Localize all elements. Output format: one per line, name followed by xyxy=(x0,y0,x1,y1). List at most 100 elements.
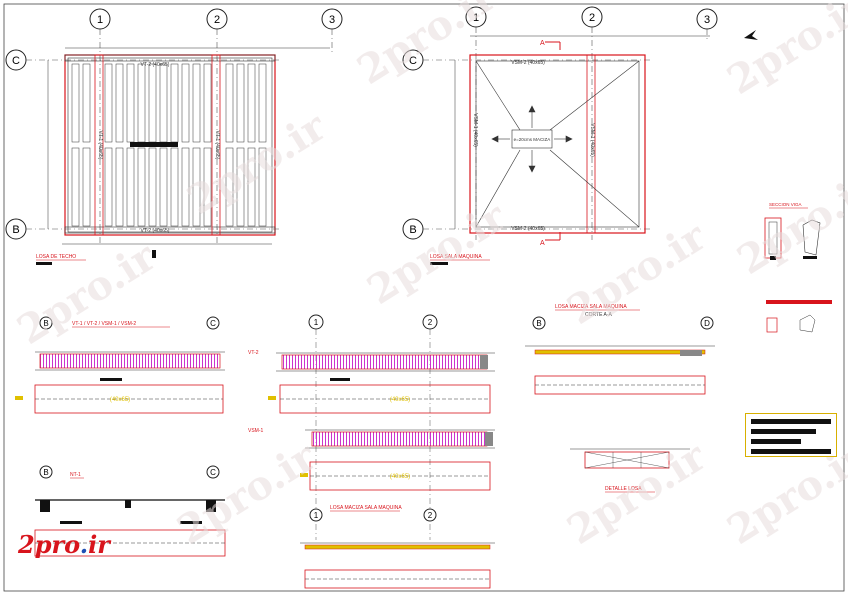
axis-c-machine: C xyxy=(402,49,650,71)
slab-note: e=20cms MACIZA xyxy=(514,137,551,142)
joist xyxy=(192,147,201,227)
svg-text:B: B xyxy=(43,468,48,477)
svg-text:A: A xyxy=(540,40,545,47)
axis-2-roof: 2 xyxy=(206,8,228,245)
roof-plan-title: LOSA DE TECHO xyxy=(36,254,76,260)
joist xyxy=(181,147,190,227)
axis-b-roof: B xyxy=(5,218,280,240)
svg-text:B: B xyxy=(536,319,541,328)
joist xyxy=(192,63,201,143)
joist xyxy=(170,63,179,143)
axis-label: 2 xyxy=(214,14,220,26)
joist xyxy=(82,147,91,227)
svg-text:1: 1 xyxy=(314,511,319,520)
axis-c-roof: C xyxy=(5,49,280,71)
joist xyxy=(225,147,234,227)
beam-elevation-vt2: 1 2 VT-2 (40x65) VSM-1 (40x65) xyxy=(248,314,495,540)
joist xyxy=(137,147,146,227)
joist xyxy=(247,63,256,143)
axis-1-roof: 1 xyxy=(89,8,111,245)
svg-text:C: C xyxy=(210,319,216,328)
north-arrow-icon xyxy=(744,30,758,40)
svg-text:VT-2: VT-2 xyxy=(248,350,259,356)
joist xyxy=(159,63,168,143)
joist xyxy=(236,147,245,227)
axis-b-machine: B xyxy=(402,218,650,240)
machine-plan-title: LOSA SALA MAQUINA xyxy=(430,254,482,260)
axis-label: 3 xyxy=(329,14,335,26)
joist xyxy=(159,147,168,227)
svg-text:LOSA MACIZA SALA MAQUINA: LOSA MACIZA SALA MAQUINA xyxy=(330,505,402,511)
roof-plan: 1 2 3 C B xyxy=(5,8,343,265)
beam-label-bottom: VT-2 (40x65) xyxy=(141,228,170,234)
sheet-border xyxy=(3,3,845,592)
axis-label: 1 xyxy=(473,12,479,24)
joist xyxy=(148,63,157,143)
axis-label: B xyxy=(12,224,19,236)
joist xyxy=(137,63,146,143)
beam-elevation-vt1: B C VT-1 / VT-2 / VSM-1 / VSM-2 (40x65) xyxy=(15,316,225,414)
joist xyxy=(115,63,124,143)
svg-text:CORTE A-A: CORTE A-A xyxy=(585,312,613,318)
svg-text:VSM-1: VSM-1 xyxy=(248,428,264,434)
beam-elevation-nt1: B C NT-1 xyxy=(34,465,226,557)
axis-label: C xyxy=(409,55,417,67)
joist xyxy=(71,147,80,227)
svg-text:SECCION VIGA: SECCION VIGA xyxy=(769,202,802,207)
axis-label: C xyxy=(12,55,20,67)
machine-room-plan: 1 2 3 C B xyxy=(402,6,758,265)
axis-3-roof: 3 xyxy=(321,8,343,52)
joist xyxy=(247,147,256,227)
svg-text:2: 2 xyxy=(428,511,433,520)
beam-label-left: VSM-1 (40x65) xyxy=(472,113,478,147)
beam-label-top: VT-2 (40x65) xyxy=(141,62,170,68)
slab-truss-detail: DETALLE LOSA xyxy=(570,448,690,493)
joist xyxy=(203,147,212,227)
joist xyxy=(126,63,135,143)
load-arrows xyxy=(491,105,573,173)
beam-section-detail: SECCION VIGA xyxy=(764,202,832,333)
beam-label-top: VSM-2 (40x65) xyxy=(511,60,545,66)
joist xyxy=(82,63,91,143)
axis-label: 1 xyxy=(97,14,103,26)
joist xyxy=(148,147,157,227)
svg-text:VT-1 / VT-2 / VSM-1 / VSM-2: VT-1 / VT-2 / VSM-1 / VSM-2 xyxy=(72,321,136,327)
joist xyxy=(170,147,179,227)
svg-text:(40x65): (40x65) xyxy=(390,397,410,403)
axis-label: 3 xyxy=(704,14,710,26)
joist xyxy=(104,147,113,227)
svg-text:A: A xyxy=(540,240,545,247)
joist-strips xyxy=(71,63,267,227)
svg-text:LOSA MACIZA SALA MAQUINA: LOSA MACIZA SALA MAQUINA xyxy=(555,304,627,310)
joist xyxy=(258,147,267,227)
beam-label-left: VT-1 (40x65) xyxy=(97,131,103,160)
svg-text:(40x65): (40x65) xyxy=(390,474,410,480)
axis-label: 2 xyxy=(589,12,595,24)
joist xyxy=(225,63,234,143)
beam-label-mid: VT-1 (40x65) xyxy=(214,131,220,160)
svg-text:2: 2 xyxy=(428,318,433,327)
joist xyxy=(71,63,80,143)
svg-text:NT-1: NT-1 xyxy=(70,472,81,478)
svg-text:C: C xyxy=(210,468,216,477)
beam-label-right: VSM-1 (40x65) xyxy=(589,123,595,157)
slab-cut-aa: B D LOSA MACIZA SALA MAQUINA CORTE A-A xyxy=(525,304,715,395)
svg-text:1: 1 xyxy=(314,318,319,327)
joist xyxy=(258,63,267,143)
joist xyxy=(181,63,190,143)
legend-box xyxy=(745,413,837,457)
axis-3-machine: 3 xyxy=(696,8,718,40)
svg-text:(40x65): (40x65) xyxy=(110,397,130,403)
section-cut-marker: A A xyxy=(540,40,561,247)
joist xyxy=(203,63,212,143)
axis-2-machine: 2 xyxy=(581,6,603,240)
joist xyxy=(104,63,113,143)
svg-text:B: B xyxy=(43,319,48,328)
site-logo: 2pro.ir xyxy=(18,530,110,559)
slab-section-bottom: 1 2 LOSA MACIZA SALA MAQUINA xyxy=(300,505,495,589)
svg-text:DETALLE LOSA: DETALLE LOSA xyxy=(605,486,642,492)
svg-text:D: D xyxy=(704,319,710,328)
beam-label-bottom: VSM-2 (40x65) xyxy=(511,226,545,232)
joist xyxy=(115,147,124,227)
